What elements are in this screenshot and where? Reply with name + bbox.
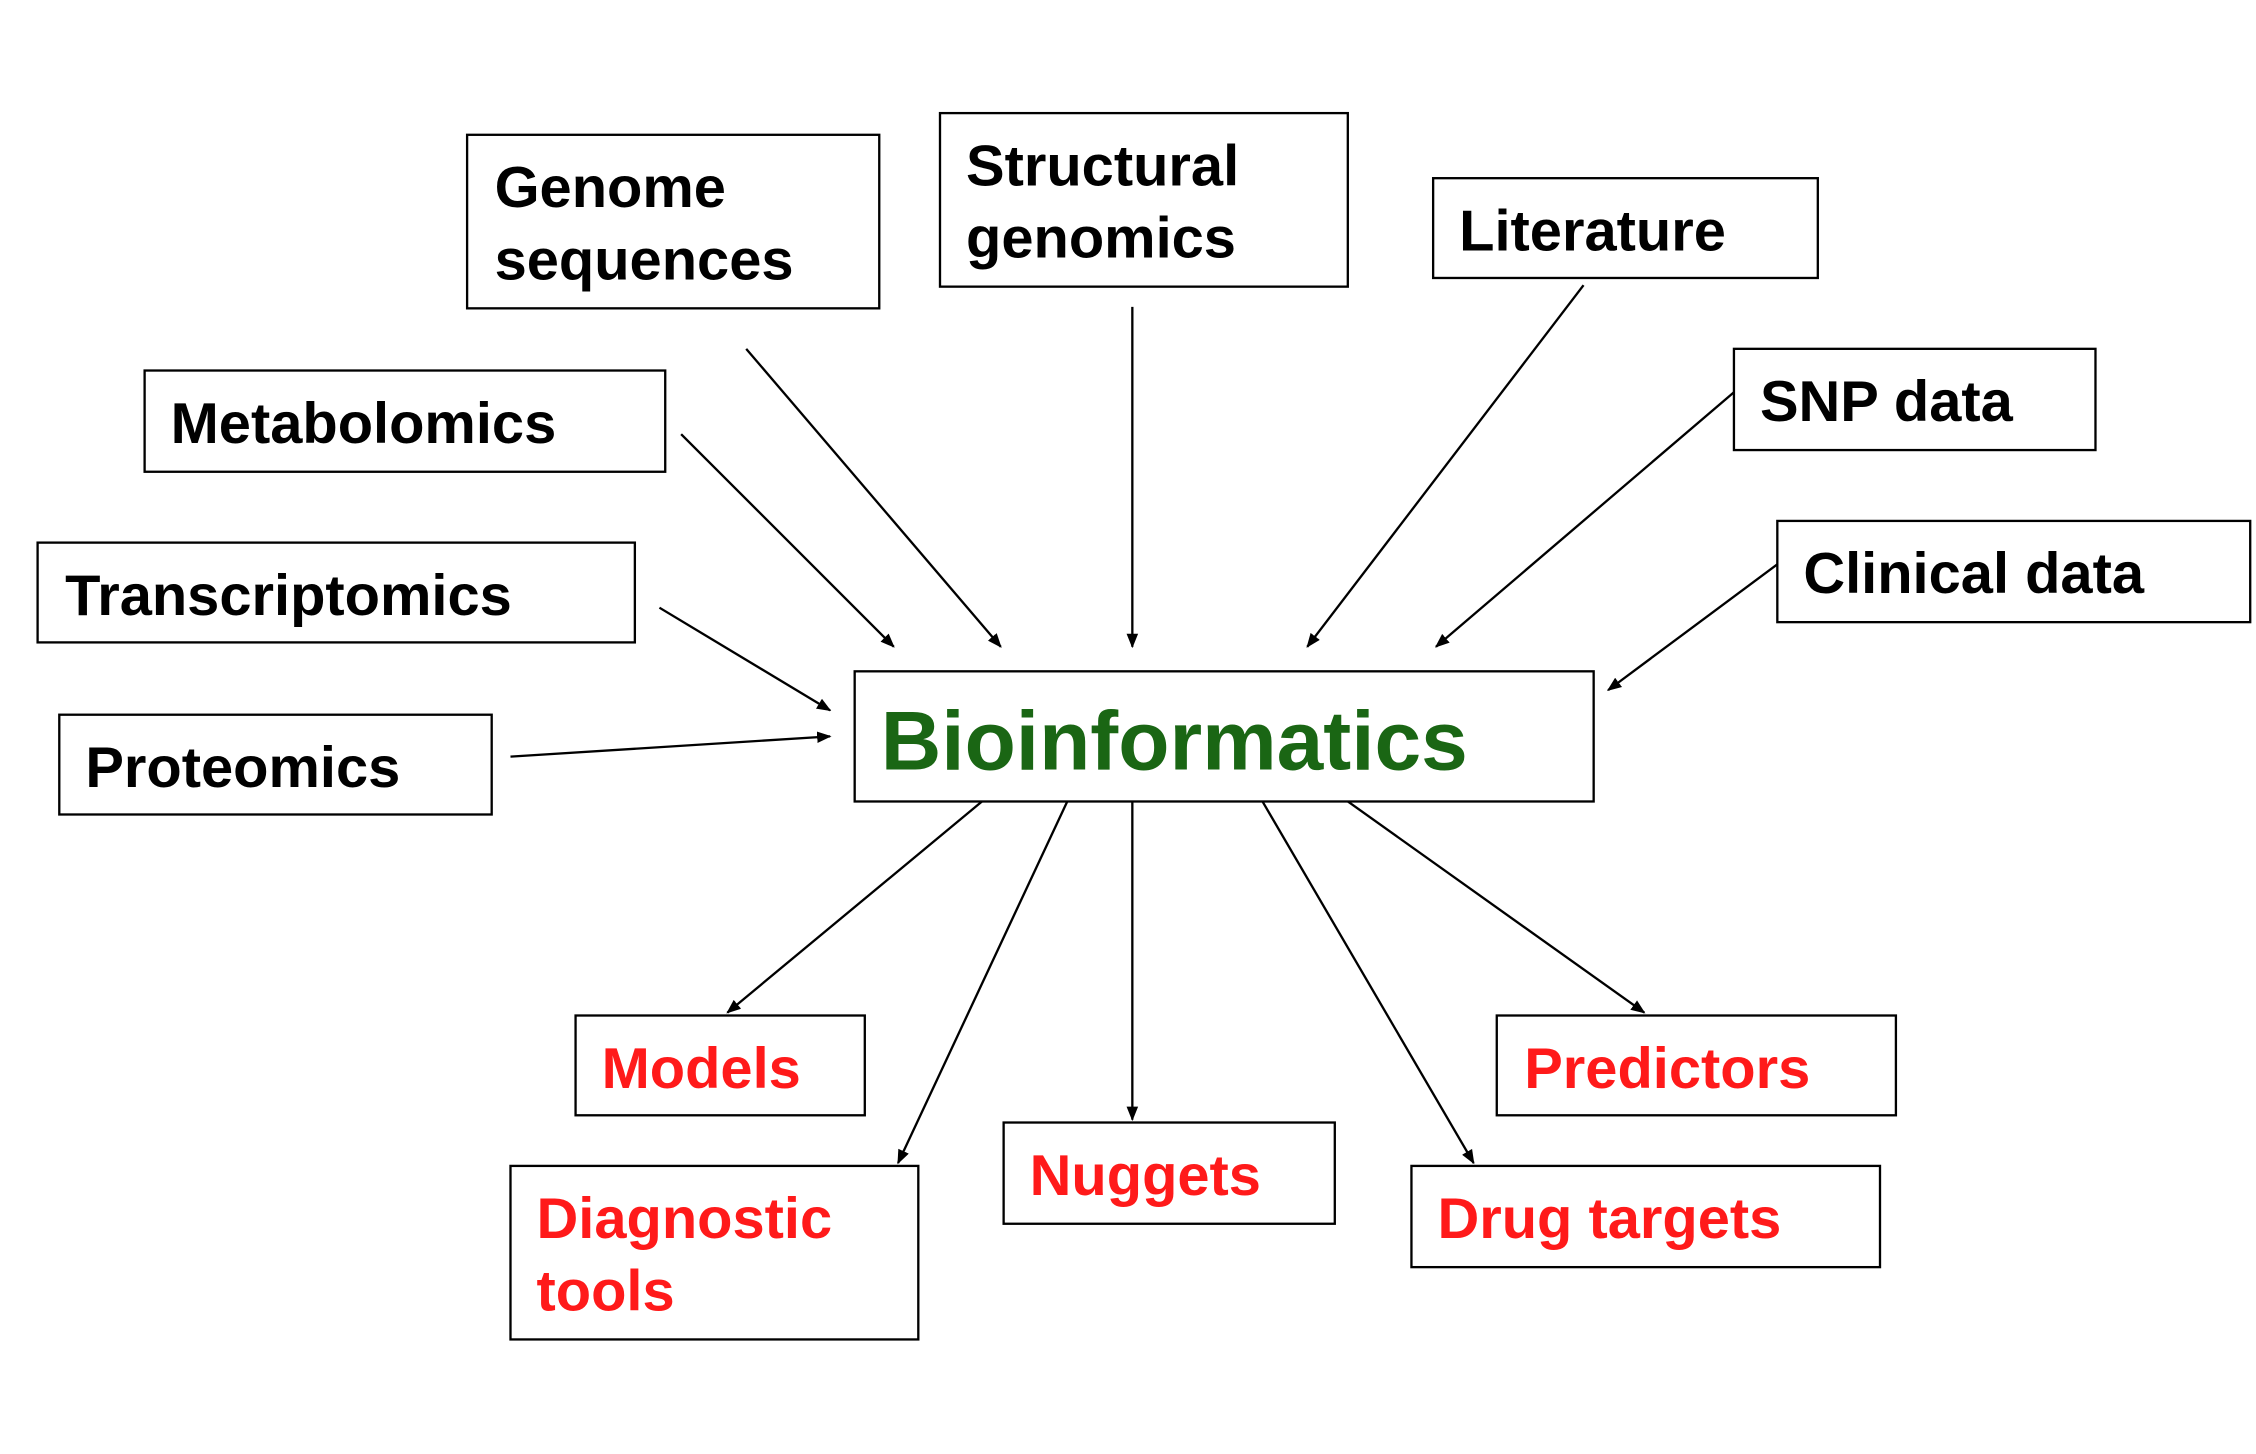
node-diagnostic-tools: Diagnostic tools [509, 1164, 920, 1341]
node-label: Genome [495, 156, 726, 220]
node-label: genomics [966, 207, 1236, 271]
node-label: Drug targets [1437, 1187, 1781, 1251]
node-box [1495, 1014, 1898, 1117]
node-box [1431, 177, 1819, 280]
node-models: Models [574, 1014, 866, 1117]
node-drug-targets: Drug targets [1410, 1164, 1882, 1269]
arrow-center-to-diagnostic [897, 800, 1069, 1165]
node-box [36, 541, 637, 644]
arrow-center-to-drug-targets [1261, 800, 1475, 1165]
node-metabolomics: Metabolomics [143, 369, 667, 473]
node-label: sequences [495, 228, 794, 292]
node-genome-sequences: Genome sequences [465, 133, 881, 310]
node-box [853, 670, 1595, 803]
node-transcriptomics: Transcriptomics [36, 541, 637, 644]
arrow-proteomics-to-center [510, 731, 832, 758]
arrow-clinical-to-center [1606, 563, 1779, 692]
node-box [58, 713, 493, 816]
node-label: tools [537, 1260, 675, 1324]
node-literature: Literature [1431, 177, 1819, 280]
node-label: Diagnostic [537, 1187, 833, 1251]
node-label: Transcriptomics [65, 564, 512, 628]
node-label: Proteomics [85, 736, 400, 800]
arrow-snp-to-center [1434, 391, 1735, 648]
node-box [938, 111, 1349, 288]
node-box [143, 369, 667, 473]
node-box [509, 1164, 920, 1341]
arrow-metabolomics-to-center [680, 433, 895, 648]
arrow-center-to-predictors [1347, 800, 1646, 1014]
node-box [465, 133, 881, 310]
node-snp-data: SNP data [1732, 347, 2097, 452]
node-label: SNP data [1760, 370, 2014, 434]
center-label: Bioinformatics [881, 694, 1468, 788]
node-label: Clinical data [1803, 542, 2144, 606]
node-label: Literature [1459, 199, 1726, 263]
node-box [1776, 519, 2252, 624]
arrow-transcriptomics-to-center [658, 606, 832, 712]
node-bioinformatics: Bioinformatics [853, 670, 1595, 803]
node-label: Metabolomics [171, 392, 557, 456]
node-nuggets: Nuggets [1002, 1121, 1336, 1225]
node-label: Models [602, 1037, 801, 1101]
node-box [1732, 347, 2097, 452]
arrow-center-to-models [726, 800, 983, 1014]
arrow-literature-to-center [1306, 284, 1585, 648]
arrow-genome-to-center [745, 348, 1002, 648]
node-clinical-data: Clinical data [1776, 519, 2252, 624]
node-box [1002, 1121, 1336, 1225]
node-box [574, 1014, 866, 1117]
node-label: Nuggets [1030, 1144, 1261, 1208]
node-label: Predictors [1524, 1037, 1810, 1101]
node-proteomics: Proteomics [58, 713, 493, 816]
node-box [1410, 1164, 1882, 1269]
node-structural-genomics: Structural genomics [938, 111, 1349, 288]
node-label: Structural [966, 134, 1239, 198]
node-predictors: Predictors [1495, 1014, 1898, 1117]
